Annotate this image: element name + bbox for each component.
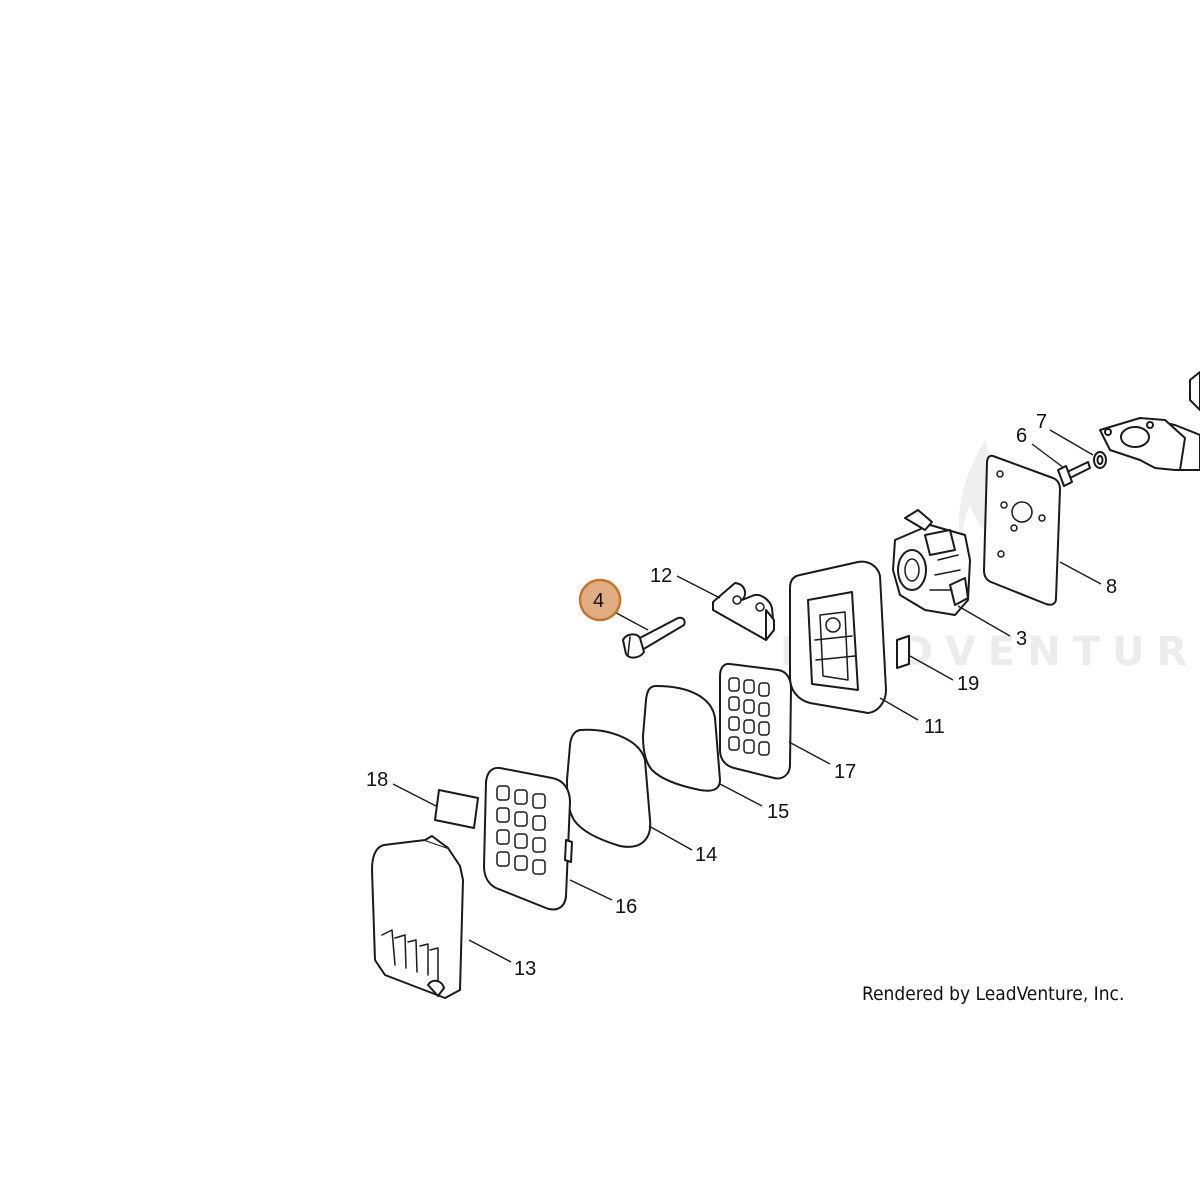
callout-label[interactable]: 3 (1016, 628, 1027, 650)
part-small-gasket-19[interactable] (896, 635, 910, 669)
callout-label[interactable]: 18 (366, 769, 388, 791)
callout-label[interactable]: 16 (615, 896, 637, 918)
callout-label[interactable]: 15 (767, 801, 789, 823)
watermark-flame-icon (958, 440, 1008, 580)
part-filter-base[interactable] (789, 560, 887, 714)
part-bolt-6[interactable] (1057, 461, 1091, 487)
part-bolt-4[interactable] (622, 616, 686, 659)
callout-label[interactable]: 13 (514, 958, 536, 980)
part-filter-sheet[interactable] (642, 685, 721, 792)
callout-label[interactable]: 19 (957, 673, 979, 695)
credit-text: Rendered by LeadVenture, Inc. (862, 983, 1124, 1005)
callout-label[interactable]: 14 (695, 844, 717, 866)
part-filter-cover[interactable] (483, 766, 573, 911)
part-foam-filter[interactable] (566, 728, 652, 848)
part-insulator-block[interactable] (1099, 371, 1200, 471)
callout-label[interactable]: 6 (1016, 425, 1027, 447)
part-gasket[interactable] (983, 454, 1061, 606)
part-bracket[interactable] (712, 582, 775, 641)
leader-lines (392, 429, 1102, 963)
callout-label[interactable]: 17 (834, 761, 856, 783)
callout-label[interactable]: 11 (924, 716, 945, 738)
part-carburetor[interactable] (892, 509, 971, 616)
part-grid-filter[interactable] (719, 662, 792, 780)
callout-label[interactable]: 12 (650, 565, 672, 587)
callout-label[interactable]: 8 (1106, 576, 1117, 598)
callout-label[interactable]: 4 (593, 590, 604, 612)
part-air-cleaner-cover[interactable] (371, 835, 464, 999)
part-label-sticker[interactable] (434, 789, 479, 829)
callout-label[interactable]: 7 (1036, 411, 1047, 433)
callout-labels: 7 6 8 3 12 4 19 11 17 15 18 14 16 13 (366, 411, 1117, 980)
highlight-marker[interactable] (578, 578, 622, 622)
part-washer[interactable] (1093, 451, 1107, 469)
